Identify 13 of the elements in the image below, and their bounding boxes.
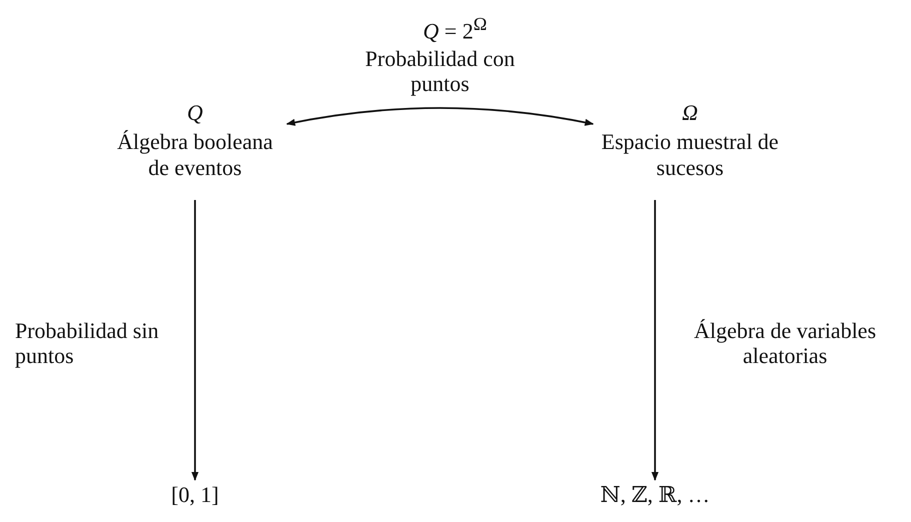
arrow [286, 107, 594, 126]
symbol-label: Ω [681, 100, 699, 126]
node-text: Álgebra booleana de eventos [116, 129, 274, 180]
node-text: [0, 1] [170, 482, 220, 508]
node-text: Espacio muestral de sucesos [600, 129, 780, 180]
arrow [191, 200, 199, 481]
edge-label: Probabilidad sin puntos [15, 318, 160, 369]
symbol-label: Q [186, 100, 204, 126]
arrow [651, 200, 659, 481]
edge-label: Probabilidad con puntos [364, 46, 516, 97]
edge-label: Álgebra de variables aleatorias [692, 318, 878, 369]
node-text: ℕ, ℤ, ℝ, … [599, 482, 711, 508]
formula-label: Q = 2$^{Ω}$ [422, 14, 488, 44]
